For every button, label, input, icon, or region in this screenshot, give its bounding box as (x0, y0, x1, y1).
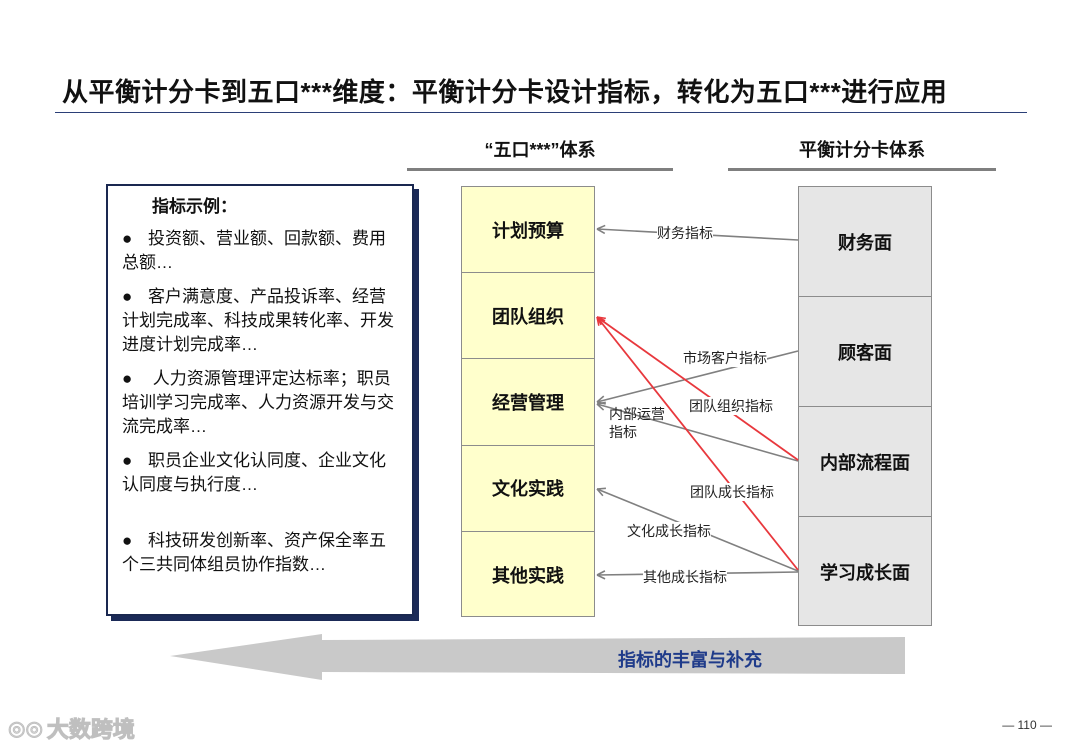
example-item: ●客户满意度、产品投诉率、经营计划完成率、科技成果转化率、开发进度计划完成率… (122, 285, 402, 357)
slide-title: 从平衡计分卡到五口***维度：平衡计分卡设计指标，转化为五口***进行应用 (62, 77, 948, 107)
bullet-icon: ● (122, 531, 133, 550)
enrichment-arrow (170, 634, 905, 680)
example-text: 科技研发创新率、资产保全率五个三共同体组员协作指数… (122, 531, 386, 574)
example-text: 职员企业文化认同度、企业文化认同度与执行度… (122, 451, 386, 494)
bullet-icon: ● (122, 369, 133, 388)
bsc-stack: 财务面 顾客面 内部流程面 学习成长面 (798, 186, 932, 626)
example-item: ● 人力资源管理评定达标率；职员培训学习完成率、人力资源开发与交流完成率… (122, 367, 402, 439)
example-item: ●科技研发创新率、资产保全率五个三共同体组员协作指数… (122, 529, 402, 577)
five-mouths-cell: 文化实践 (462, 446, 594, 532)
bullet-icon: ● (122, 451, 133, 470)
watermark-text: 大数跨境 (46, 717, 135, 743)
five-mouths-stack: 计划预算 团队组织 经营管理 文化实践 其他实践 (461, 186, 595, 617)
flow-label: 文化成长指标 (627, 522, 711, 540)
flow-label: 团队成长指标 (690, 483, 774, 501)
example-item: ●职员企业文化认同度、企业文化认同度与执行度… (122, 449, 402, 497)
enrichment-arrow-label: 指标的丰富与补充 (618, 650, 762, 670)
flow-arrow-process-team (596, 316, 799, 461)
flow-label: 财务指标 (657, 224, 713, 242)
example-text: 人力资源管理评定达标率；职员培训学习完成率、人力资源开发与交流完成率… (122, 369, 394, 436)
watermark: ◎◎ 大数跨境 (8, 712, 136, 744)
flow-arrow-learning-team (596, 316, 799, 571)
flow-label: 其他成长指标 (643, 568, 727, 586)
bsc-cell: 内部流程面 (799, 407, 931, 517)
bsc-header: 平衡计分卡体系 (799, 140, 925, 160)
page-number: — 110 — (1002, 718, 1052, 732)
indicator-examples-box: 指标示例： ●投资额、营业额、回款额、费用总额… ●客户满意度、产品投诉率、经营… (106, 184, 414, 616)
five-mouths-cell: 团队组织 (462, 273, 594, 360)
example-item: ●投资额、营业额、回款额、费用总额… (122, 227, 402, 275)
examples-heading: 指标示例： (152, 197, 237, 216)
watermark-logo-icon: ◎◎ (8, 717, 44, 740)
five-mouths-cell: 经营管理 (462, 359, 594, 446)
five-mouths-cell: 计划预算 (462, 187, 594, 274)
flow-label: 内部运营指标 (609, 406, 665, 440)
example-text: 投资额、营业额、回款额、费用总额… (122, 229, 386, 272)
flow-label: 市场客户指标 (683, 349, 767, 367)
bullet-icon: ● (122, 287, 133, 306)
five-mouths-header: “五口***”体系 (484, 140, 596, 160)
flow-label: 团队组织指标 (689, 397, 773, 415)
bsc-cell: 顾客面 (799, 297, 931, 407)
bsc-header-rule (728, 168, 996, 171)
bsc-cell: 学习成长面 (820, 563, 910, 583)
five-mouths-cell: 其他实践 (492, 565, 564, 586)
five-mouths-header-rule (407, 168, 673, 171)
title-divider (55, 112, 1027, 113)
flow-arrow-process-ops (596, 401, 799, 462)
example-text: 客户满意度、产品投诉率、经营计划完成率、科技成果转化率、开发进度计划完成率… (122, 287, 394, 354)
bullet-icon: ● (122, 229, 133, 248)
bsc-cell: 财务面 (799, 187, 931, 297)
